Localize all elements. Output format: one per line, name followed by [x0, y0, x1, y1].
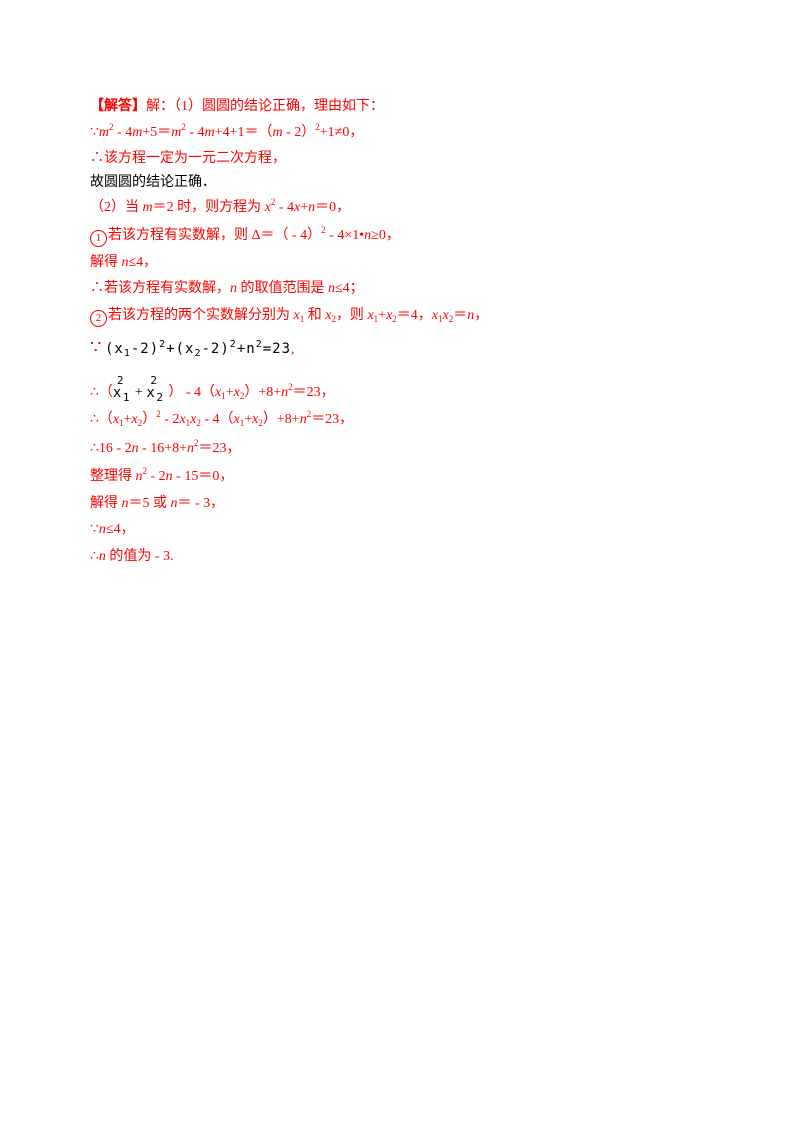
step-part1-conclusion: 故圆圆的结论正确． — [90, 175, 216, 190]
case1-conclusion: ∴若该方程有实数解，n 的取值范围是 n≤4； — [90, 281, 364, 296]
case2-substitute: ∴16 - 2n - 16+8+n2＝23， — [90, 438, 241, 457]
step-m-expression: ∵m2 - 4m+5＝m2 - 4m+4+1＝（m - 2）2+1≠0， — [90, 122, 364, 141]
part2-intro: （2）当 m＝2 时，则方程为 x2 - 4x+n＝0， — [90, 197, 351, 216]
case2-simplify: 整理得 n2 - 2n - 15＝0， — [90, 466, 234, 485]
case2-constraint: ∵n≤4， — [90, 522, 135, 537]
circled-two: 2 — [90, 310, 107, 327]
answer-label: 【解答】 — [90, 99, 146, 114]
case1-result: 解得 n≤4， — [90, 255, 158, 270]
final-answer: ∴n 的值为 - 3. — [90, 549, 174, 564]
case2-given-equation: ∵ (x1-2)2+(x2-2)2+n2=23, — [90, 337, 295, 359]
circled-one: 1 — [90, 230, 107, 247]
answer-heading-line: 【解答】解：（1）圆圆的结论正确，理由如下： — [90, 98, 384, 116]
case2-sum-form: ∴（x1+x2）2 - 2x1x2 - 4（x1+x2）+8+n2＝23， — [90, 409, 354, 428]
step-quadratic-conclusion: ∴该方程一定为一元二次方程， — [90, 151, 286, 166]
case2-solve: 解得 n＝5 或 n＝ - 3， — [90, 496, 225, 511]
part1-intro: 解：（1）圆圆的结论正确，理由如下： — [146, 99, 384, 114]
